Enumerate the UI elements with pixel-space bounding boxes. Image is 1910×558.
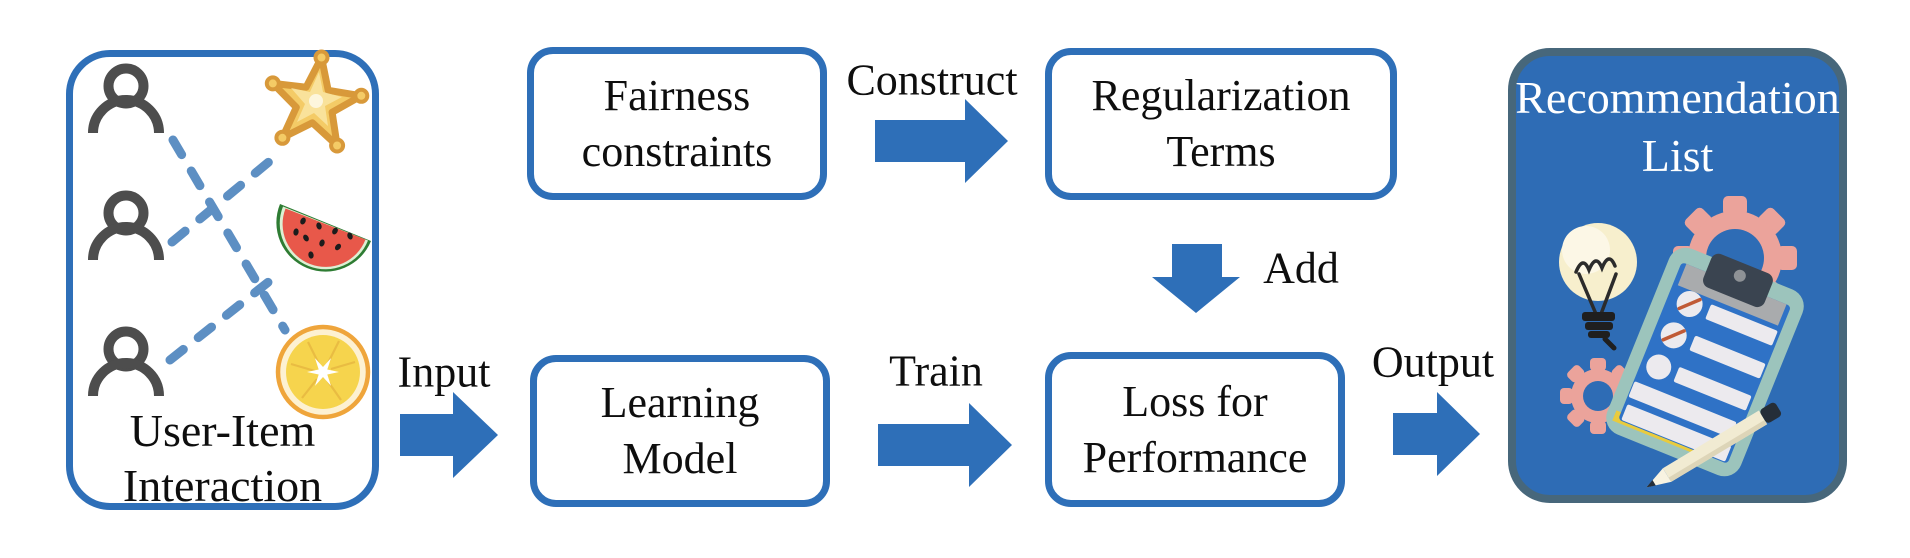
construct-arrow <box>875 99 1008 183</box>
input-arrow <box>400 392 498 478</box>
node-label: Loss for Performance <box>1082 376 1308 482</box>
label-output: Output <box>1371 337 1495 387</box>
node-label-user-item: User-Item Interaction <box>122 405 323 511</box>
node-label-recommendation-list: Recommendation List <box>1515 72 1840 181</box>
node-label: Fairness constraints <box>581 70 773 176</box>
label-input: Input <box>397 347 491 397</box>
label-add: Add <box>1263 243 1339 293</box>
node-regularization-terms: Regularization Terms <box>1045 48 1397 200</box>
add-arrow <box>1152 244 1240 313</box>
label-train: Train <box>889 346 983 396</box>
node-learning-model: Learning Model <box>530 355 830 507</box>
node-fairness-constraints: Fairness constraints <box>527 47 827 200</box>
node-label: Regularization Terms <box>1091 71 1351 176</box>
node-label: Learning Model <box>600 378 760 483</box>
node-loss-for-performance: Loss for Performance <box>1045 352 1345 507</box>
train-arrow <box>878 403 1012 487</box>
output-arrow <box>1393 392 1480 476</box>
label-construct: Construct <box>846 55 1018 105</box>
